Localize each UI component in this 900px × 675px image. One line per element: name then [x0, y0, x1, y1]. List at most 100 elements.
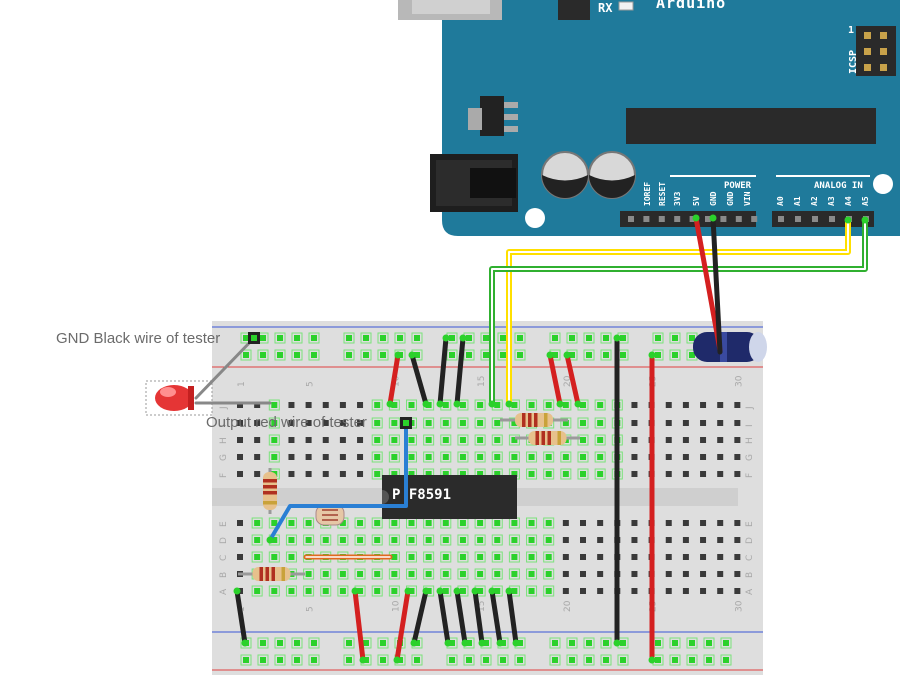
row-letter: J: [219, 406, 229, 410]
breadboard-hole: [700, 437, 707, 443]
breadboard-hole: [442, 588, 449, 594]
hole-highlight: [703, 654, 715, 666]
hole-highlight: [423, 417, 435, 429]
breadboard-hole: [562, 420, 569, 426]
hole-highlight: [457, 551, 469, 563]
breadboard-hole: [357, 420, 364, 426]
breadboard-hole: [305, 420, 312, 426]
breadboard-hole: [682, 402, 689, 408]
hole-highlight: [354, 534, 366, 546]
breadboard-hole: [494, 588, 501, 594]
breadboard-hole: [734, 471, 741, 477]
hole-highlight: [354, 517, 366, 529]
breadboard-hole: [459, 588, 466, 594]
hole-highlight: [406, 399, 417, 411]
hole-highlight: [411, 332, 423, 344]
wire-end: [505, 587, 513, 595]
breadboard-hole: [442, 471, 449, 477]
hole-highlight: [594, 451, 606, 463]
breadboard-hole: [483, 657, 489, 663]
breadboard-hole: [459, 520, 466, 526]
hole-highlight: [388, 451, 400, 463]
breadboard-hole: [517, 335, 523, 341]
hole-highlight: [343, 349, 355, 361]
breadboard-hole: [271, 588, 278, 594]
hole-highlight: [257, 349, 269, 361]
breadboard-hole: [425, 537, 432, 543]
wire-end: [386, 400, 394, 408]
breadboard-hole: [305, 571, 312, 577]
breadboard-hole: [631, 471, 638, 477]
breadboard-hole: [511, 402, 518, 408]
wire-end: [709, 214, 717, 222]
voltage-regulator: [468, 96, 518, 136]
breadboard-hole: [580, 454, 586, 460]
hole-highlight: [497, 654, 509, 666]
hole-highlight: [411, 654, 423, 666]
arduino-board: RX Arduino 1 ICSP: [398, 0, 900, 236]
breadboard-hole: [517, 640, 523, 646]
wire-end: [436, 587, 444, 595]
breadboard-hole: [631, 402, 638, 408]
hole-highlight: [560, 451, 572, 463]
breadboard-hole: [243, 352, 249, 358]
hole-highlight: [320, 534, 332, 546]
breadboard-hole: [483, 335, 489, 341]
breadboard-hole: [357, 588, 364, 594]
breadboard-hole: [672, 335, 678, 341]
wire-end: [488, 587, 496, 595]
breadboard-hole: [597, 554, 604, 560]
hole-highlight: [457, 434, 469, 446]
breadboard-hole: [494, 437, 501, 443]
hole-highlight: [423, 551, 435, 563]
header-hole: [643, 216, 650, 222]
wire-end: [512, 639, 520, 647]
breadboard-hole: [271, 420, 278, 426]
hole-highlight: [343, 654, 355, 666]
breadboard-hole: [442, 420, 449, 426]
breadboard-hole: [477, 437, 484, 443]
row-letter: F: [219, 473, 229, 478]
hole-highlight: [268, 551, 280, 563]
breadboard-hole: [380, 640, 386, 646]
breadboard-hole: [717, 402, 724, 408]
breadboard-hole: [425, 420, 432, 426]
breadboard-hole: [494, 471, 501, 477]
hole-highlight: [343, 332, 355, 344]
hole-highlight: [474, 417, 486, 429]
icsp-label: ICSP: [848, 50, 859, 74]
breadboard-hole: [580, 537, 586, 543]
breadboard-hole: [631, 588, 638, 594]
breadboard-hole: [288, 554, 295, 560]
breadboard-hole: [494, 420, 501, 426]
breadboard-hole: [442, 454, 449, 460]
breadboard-hole: [734, 420, 741, 426]
breadboard-hole: [442, 520, 449, 526]
breadboard-hole: [672, 640, 678, 646]
wire-end: [410, 639, 418, 647]
jumper-wire: [547, 352, 563, 407]
icsp-pin: [880, 32, 887, 39]
hole-highlight: [377, 637, 389, 649]
breadboard-hole: [562, 520, 569, 526]
hole-highlight: [491, 451, 503, 463]
hole-highlight: [703, 637, 715, 649]
hole-highlight: [308, 637, 320, 649]
wire-blue: [268, 421, 408, 542]
breadboard-hole: [288, 471, 295, 477]
hole-highlight: [274, 654, 286, 666]
hole-highlight: [491, 434, 503, 446]
breadboard-hole: [459, 402, 466, 408]
hole-highlight: [543, 568, 555, 580]
hole-highlight: [360, 332, 372, 344]
breadboard-hole: [391, 537, 398, 543]
breadboard-hole: [682, 437, 689, 443]
resistor-band: [528, 413, 532, 427]
breadboard-hole: [357, 571, 364, 577]
column-number: 1: [237, 381, 247, 387]
resistor-body: [263, 472, 277, 510]
hole-highlight: [268, 417, 280, 429]
breadboard-hole: [665, 520, 672, 526]
breadboard-hole: [511, 520, 518, 526]
breadboard-hole: [597, 588, 604, 594]
